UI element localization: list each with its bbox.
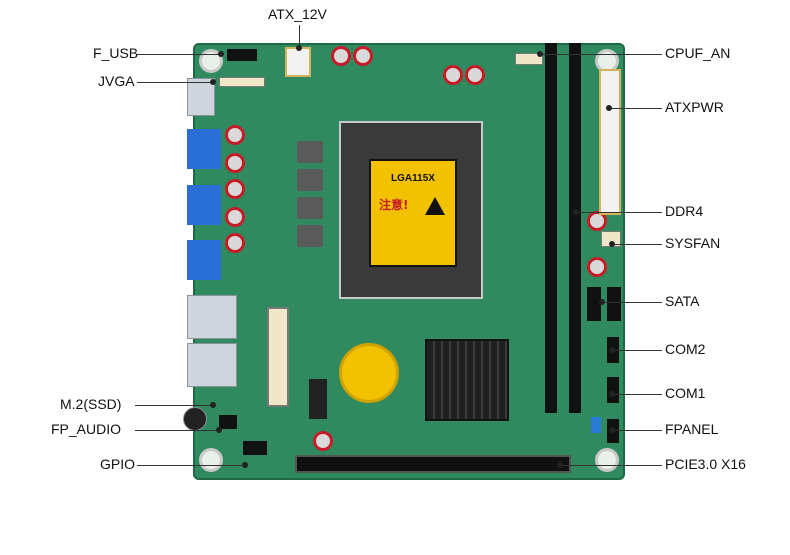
usb3-port-stack <box>187 129 221 169</box>
capacitor <box>225 233 245 253</box>
callout-line <box>612 244 662 245</box>
ddr4-slot <box>545 43 557 413</box>
rj45-port <box>187 295 237 339</box>
callout-dot <box>210 79 216 85</box>
motherboard: LGA115X 注意! <box>183 43 625 480</box>
callout-dot <box>609 427 615 433</box>
callout-dot <box>557 462 563 468</box>
pcie-x16-slot <box>295 455 571 473</box>
callout-line <box>135 405 213 406</box>
callout-line <box>609 108 662 109</box>
callout-line <box>612 394 662 395</box>
label-gpio: GPIO <box>100 456 136 472</box>
callout-dot <box>599 299 605 305</box>
capacitor <box>225 125 245 145</box>
callout-dot <box>609 241 615 247</box>
callout-dot <box>609 391 615 397</box>
capacitor <box>587 257 607 277</box>
capacitor <box>225 207 245 227</box>
cmos-battery <box>339 343 399 403</box>
callout-line <box>137 54 221 55</box>
callout-dot <box>606 105 612 111</box>
callout-line <box>137 465 245 466</box>
choke <box>297 197 323 219</box>
m2-standoff <box>309 379 327 419</box>
callout-line <box>135 430 219 431</box>
capacitor <box>313 431 333 451</box>
atx-12v-connector <box>285 47 311 77</box>
rj45-port <box>187 343 237 387</box>
callout-dot <box>296 45 302 51</box>
callout-line <box>576 212 662 213</box>
usb3-port-stack <box>187 185 221 225</box>
f-usb-header <box>227 49 257 61</box>
callout-line <box>137 82 213 83</box>
cpu-socket-cover: LGA115X 注意! <box>369 159 457 267</box>
ddr4-slot <box>569 43 581 413</box>
label-pcie: PCIE3.0 X16 <box>665 456 746 472</box>
callout-dot <box>537 51 543 57</box>
choke <box>297 225 323 247</box>
callout-line <box>612 430 662 431</box>
gpio-header <box>243 441 267 455</box>
label-fp-audio: FP_AUDIO <box>51 421 122 437</box>
sata-port <box>587 287 601 321</box>
socket-model-text: LGA115X <box>391 173 435 184</box>
callout-line <box>299 25 300 48</box>
label-atxpwr: ATXPWR <box>665 99 724 115</box>
m2-ssd-slot <box>267 307 289 407</box>
callout-dot <box>218 51 224 57</box>
sata-port <box>607 287 621 321</box>
callout-line <box>602 302 662 303</box>
chipset-heatsink <box>425 339 509 421</box>
label-com1: COM1 <box>665 385 706 401</box>
label-com2: COM2 <box>665 341 706 357</box>
warning-text: 注意! <box>379 198 409 212</box>
com1-header <box>607 377 619 403</box>
callout-dot <box>573 209 579 215</box>
label-atx-12v: ATX_12V <box>268 6 327 22</box>
callout-dot <box>216 427 222 433</box>
callout-dot <box>609 347 615 353</box>
fp-audio-header <box>219 415 237 429</box>
label-sysfan: SYSFAN <box>665 235 721 251</box>
label-ddr4: DDR4 <box>665 203 704 219</box>
choke <box>297 169 323 191</box>
label-cpuf-an: CPUF_AN <box>665 45 731 61</box>
label-sata: SATA <box>665 293 700 309</box>
capacitor <box>331 46 351 66</box>
callout-line <box>560 465 662 466</box>
callout-dot <box>210 402 216 408</box>
capacitor <box>465 65 485 85</box>
callout-line <box>540 54 662 55</box>
jumper <box>591 417 601 433</box>
audio-jack <box>183 407 207 431</box>
capacitor <box>225 153 245 173</box>
callout-dot <box>242 462 248 468</box>
warning-icon <box>425 197 445 215</box>
capacitor <box>225 179 245 199</box>
atxpwr-connector <box>599 69 621 215</box>
label-m2-ssd: M.2(SSD) <box>60 396 122 412</box>
label-jvga: JVGA <box>98 73 135 89</box>
mounting-hole <box>595 448 619 472</box>
cpufan-header <box>515 53 543 65</box>
choke <box>297 141 323 163</box>
capacitor <box>443 65 463 85</box>
jvga-header <box>219 77 265 87</box>
capacitor <box>353 46 373 66</box>
label-fpanel: FPANEL <box>665 421 719 437</box>
usb3-port-stack <box>187 240 221 280</box>
label-f-usb: F_USB <box>93 45 139 61</box>
mounting-hole <box>199 448 223 472</box>
callout-line <box>612 350 662 351</box>
